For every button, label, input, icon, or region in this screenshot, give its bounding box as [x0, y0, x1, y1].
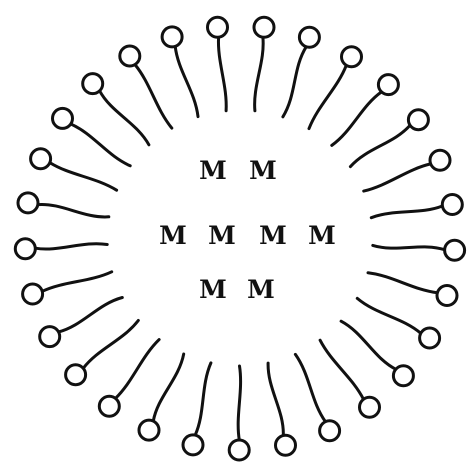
hydrophobic-tail [100, 91, 149, 145]
hydrophobic-tail [71, 124, 131, 166]
polar-head-circle [430, 150, 450, 170]
polar-head-circle [40, 327, 60, 347]
polar-head-circle [445, 240, 465, 260]
hydrophobic-tail [332, 92, 382, 145]
hydrophobic-tail [373, 245, 445, 249]
polar-head-circle [120, 46, 140, 66]
polar-head-circle [229, 440, 249, 460]
hydrophobic-tail [255, 37, 264, 111]
polar-head-circle [393, 366, 413, 386]
hydrophobic-tail [295, 354, 325, 421]
polar-head-circle [276, 435, 296, 455]
core-m-label: M [159, 221, 187, 250]
polar-head-circle [442, 195, 462, 215]
hydrophobic-tail [371, 206, 442, 218]
hydrophobic-tail [50, 163, 117, 191]
core-m-label: M [308, 221, 336, 250]
micelle-core: M M M M M M M M [159, 156, 336, 304]
hydrophobic-tail [218, 37, 226, 111]
hydrophobic-tail [59, 298, 123, 333]
core-m-label: M [249, 156, 277, 185]
hydrophobic-tail [368, 273, 437, 293]
hydrophobic-tail [268, 363, 283, 435]
polar-head-circle [437, 286, 457, 306]
core-m-label: M [247, 275, 275, 304]
hydrophobic-tail [283, 47, 306, 117]
hydrophobic-tail [320, 340, 363, 399]
polar-head-circle [99, 396, 119, 416]
hydrophobic-tail [153, 354, 183, 421]
hydrophobic-tail [357, 298, 421, 333]
polar-head-circle [18, 193, 38, 213]
core-m-label: M [259, 221, 287, 250]
polar-head-circle [342, 47, 362, 67]
hydrophobic-tail [175, 46, 198, 116]
core-m-label: M [208, 221, 236, 250]
polar-head-circle [162, 27, 182, 47]
surfactant-molecules [15, 17, 464, 460]
hydrophobic-tail [341, 321, 396, 369]
hydrophobic-tail [35, 244, 107, 249]
hydrophobic-tail [195, 363, 211, 435]
polar-head-circle [53, 108, 73, 128]
hydrophobic-tail [115, 340, 159, 399]
core-m-label: M [199, 275, 227, 304]
hydrophobic-tail [42, 272, 111, 292]
polar-head-circle [31, 149, 51, 169]
hydrophobic-tail [38, 204, 109, 217]
polar-head-circle [360, 397, 380, 417]
hydrophobic-tail [309, 65, 346, 128]
polar-head-circle [23, 284, 43, 304]
hydrophobic-tail [350, 125, 410, 166]
polar-head-circle [66, 365, 86, 385]
polar-head-circle [254, 17, 274, 37]
polar-head-circle [299, 27, 319, 47]
polar-head-circle [15, 239, 35, 259]
polar-head-circle [139, 420, 159, 440]
hydrophobic-tail [238, 366, 240, 440]
polar-head-circle [83, 74, 103, 94]
polar-head-circle [208, 17, 228, 37]
hydrophobic-tail [364, 164, 431, 191]
polar-head-circle [420, 328, 440, 348]
polar-head-circle [183, 435, 203, 455]
hydrophobic-tail [83, 321, 138, 369]
polar-head-circle [320, 421, 340, 441]
polar-head-circle [378, 75, 398, 95]
polar-head-circle [408, 110, 428, 130]
hydrophobic-tail [135, 65, 172, 129]
core-m-label: M [199, 156, 227, 185]
